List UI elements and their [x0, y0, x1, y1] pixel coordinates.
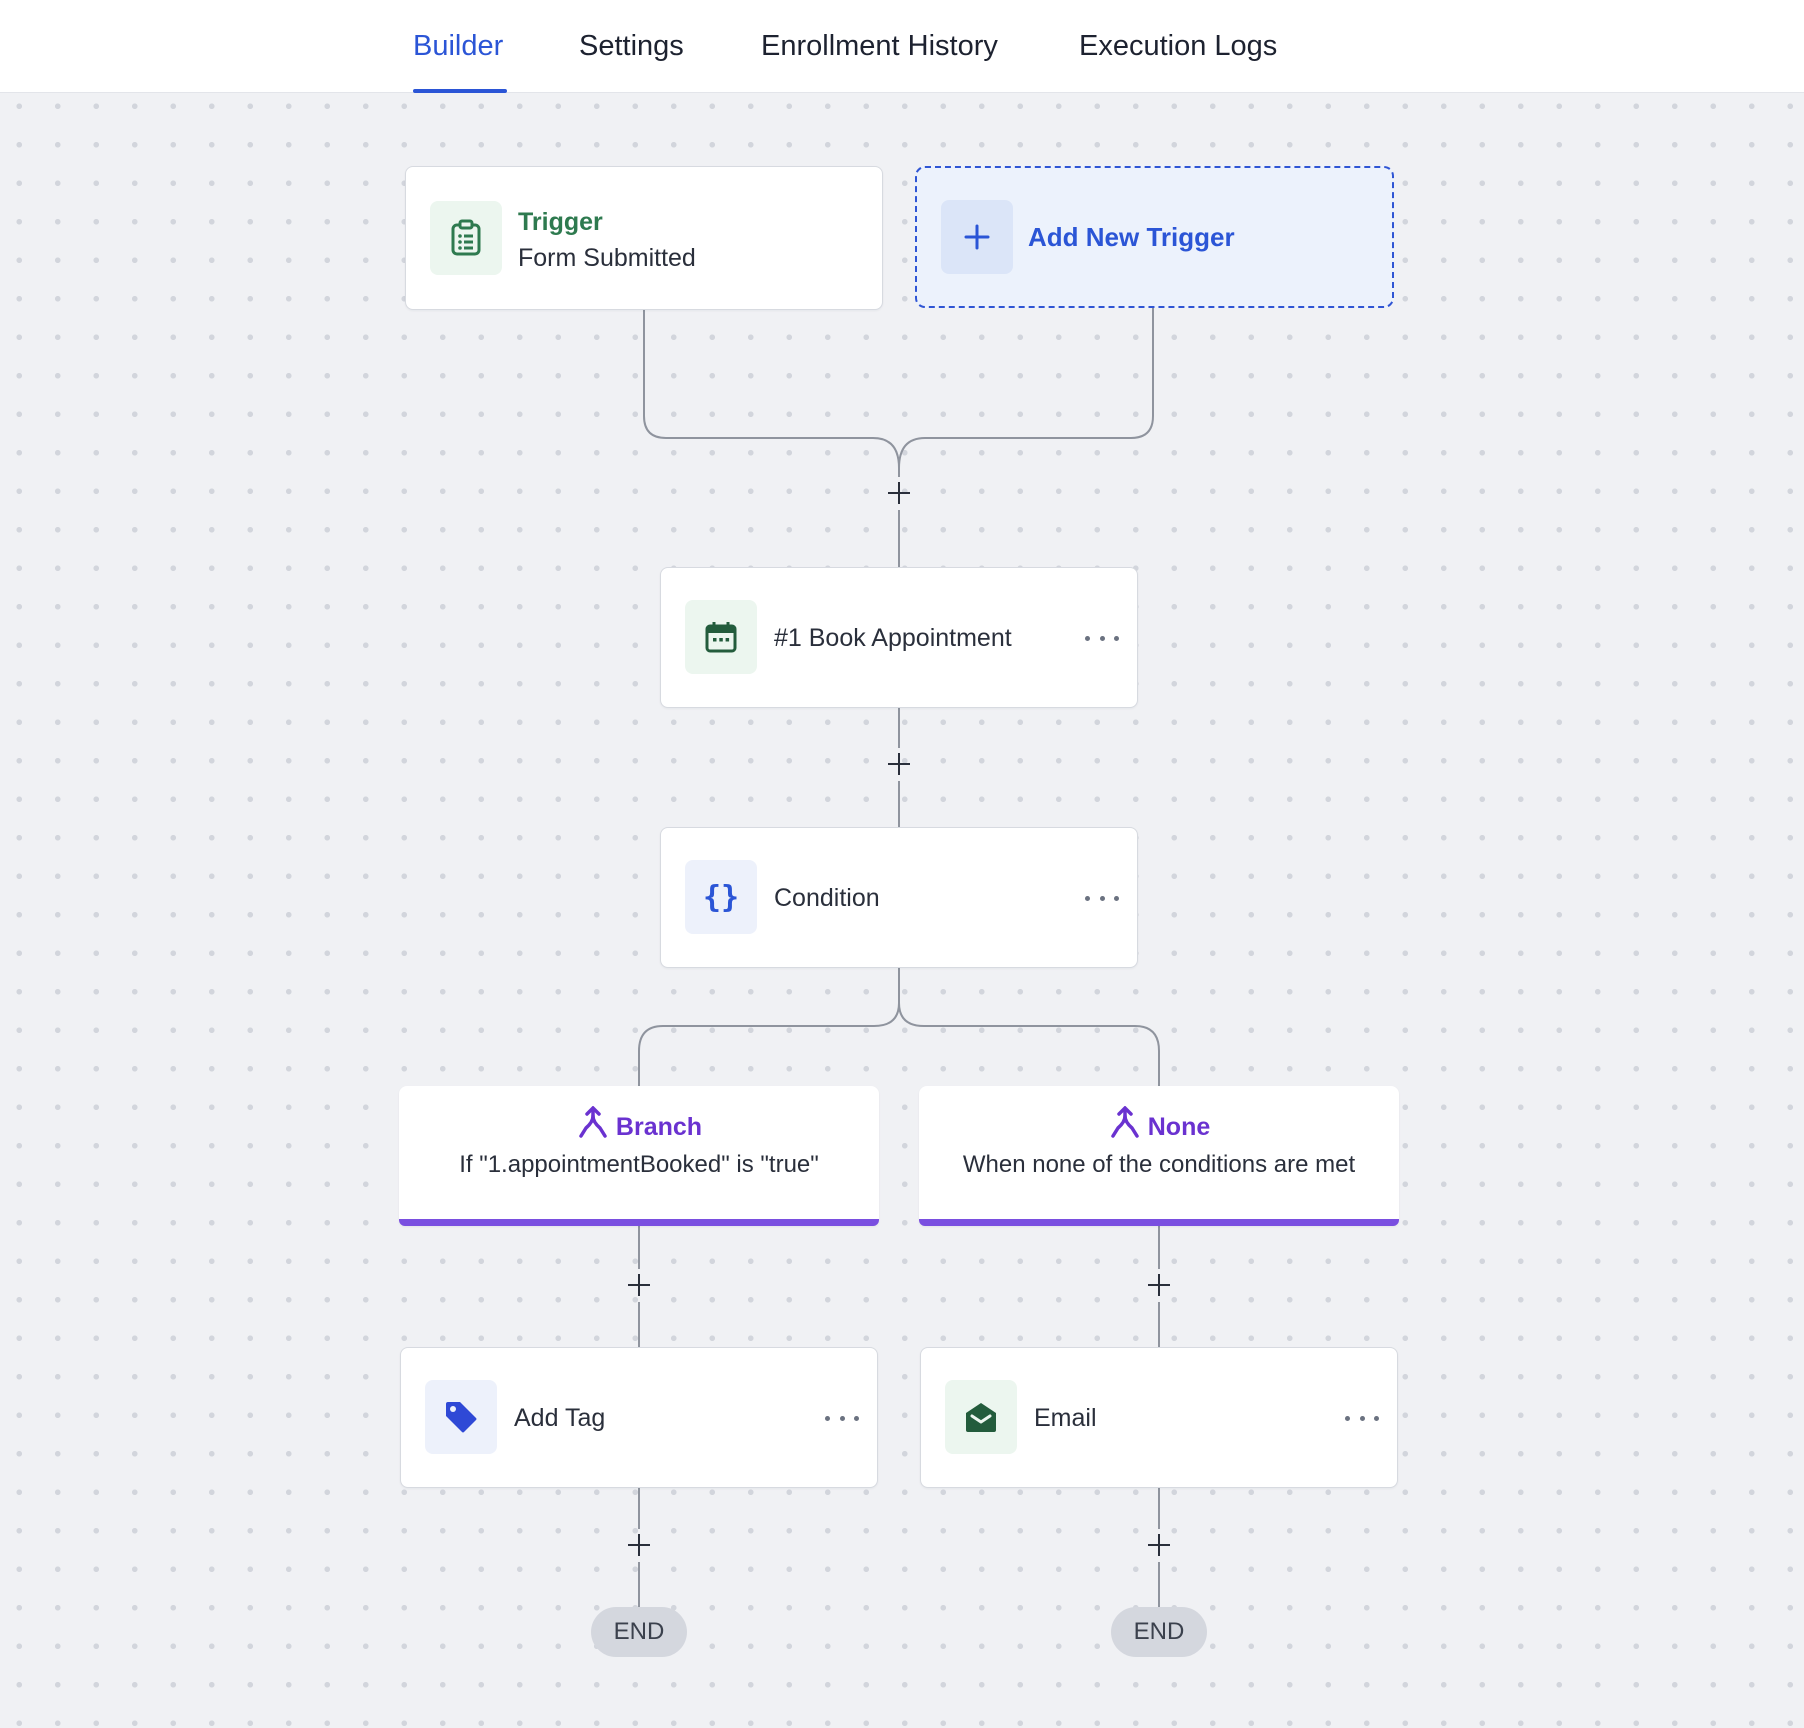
tab-enrollment-history[interactable]: Enrollment History: [761, 30, 998, 62]
tab-settings[interactable]: Settings: [579, 30, 684, 62]
add-step-plus-icon[interactable]: [623, 1529, 655, 1561]
tab-execution-logs[interactable]: Execution Logs: [1079, 30, 1278, 62]
none-branch-card[interactable]: None When none of the conditions are met: [919, 1086, 1399, 1226]
curly-braces-icon: {}: [685, 860, 757, 934]
step-card-add-tag[interactable]: Add Tag: [400, 1347, 878, 1488]
svg-text:{}: {}: [703, 880, 739, 915]
add-new-trigger-button[interactable]: [915, 166, 1394, 308]
step-card-book-appointment[interactable]: #1 Book Appointment: [660, 567, 1138, 708]
more-options-icon[interactable]: [1345, 1406, 1379, 1430]
tab-builder[interactable]: Builder: [413, 30, 504, 62]
branch-description: If "1.appointmentBooked" is "true": [459, 1151, 819, 1178]
active-tab-indicator: [413, 89, 507, 93]
branch-card[interactable]: Branch If "1.appointmentBooked" is "true…: [399, 1086, 879, 1226]
step-label: #1 Book Appointment: [774, 624, 1012, 652]
end-node: END: [591, 1607, 687, 1657]
calendar-icon: [685, 600, 757, 674]
branch-name: None: [1147, 1112, 1211, 1141]
branch-icon: [576, 1105, 610, 1147]
more-options-icon[interactable]: [1085, 886, 1119, 910]
envelope-icon: [945, 1380, 1017, 1454]
branch-name: Branch: [615, 1112, 703, 1141]
step-label: Add Tag: [514, 1404, 606, 1432]
branch-description: When none of the conditions are met: [962, 1151, 1356, 1178]
add-step-plus-icon[interactable]: [623, 1269, 655, 1301]
add-new-trigger-label: Add New Trigger: [1028, 222, 1235, 252]
more-options-icon[interactable]: [1085, 626, 1119, 650]
trigger-value: Form Submitted: [518, 244, 696, 272]
branch-header: Branch: [399, 1105, 879, 1147]
clipboard-icon: [430, 201, 502, 275]
add-step-plus-icon[interactable]: [883, 748, 915, 780]
branch-icon: [1108, 1105, 1142, 1147]
trigger-label: Trigger: [518, 208, 603, 236]
step-card-email[interactable]: Email: [920, 1347, 1398, 1488]
end-node: END: [1111, 1607, 1207, 1657]
add-step-plus-icon[interactable]: [883, 477, 915, 509]
add-step-plus-icon[interactable]: [1143, 1529, 1175, 1561]
add-step-plus-icon[interactable]: [1143, 1269, 1175, 1301]
plus-icon: [941, 200, 1013, 274]
step-label: Condition: [774, 884, 880, 912]
step-card-condition[interactable]: {} Condition: [660, 827, 1138, 968]
step-label: Email: [1034, 1404, 1097, 1432]
tab-bar: Builder Settings Enrollment History Exec…: [0, 0, 1804, 93]
branch-header: None: [919, 1105, 1399, 1147]
trigger-card[interactable]: Trigger Form Submitted: [405, 166, 883, 310]
tag-icon: [425, 1380, 497, 1454]
more-options-icon[interactable]: [825, 1406, 859, 1430]
